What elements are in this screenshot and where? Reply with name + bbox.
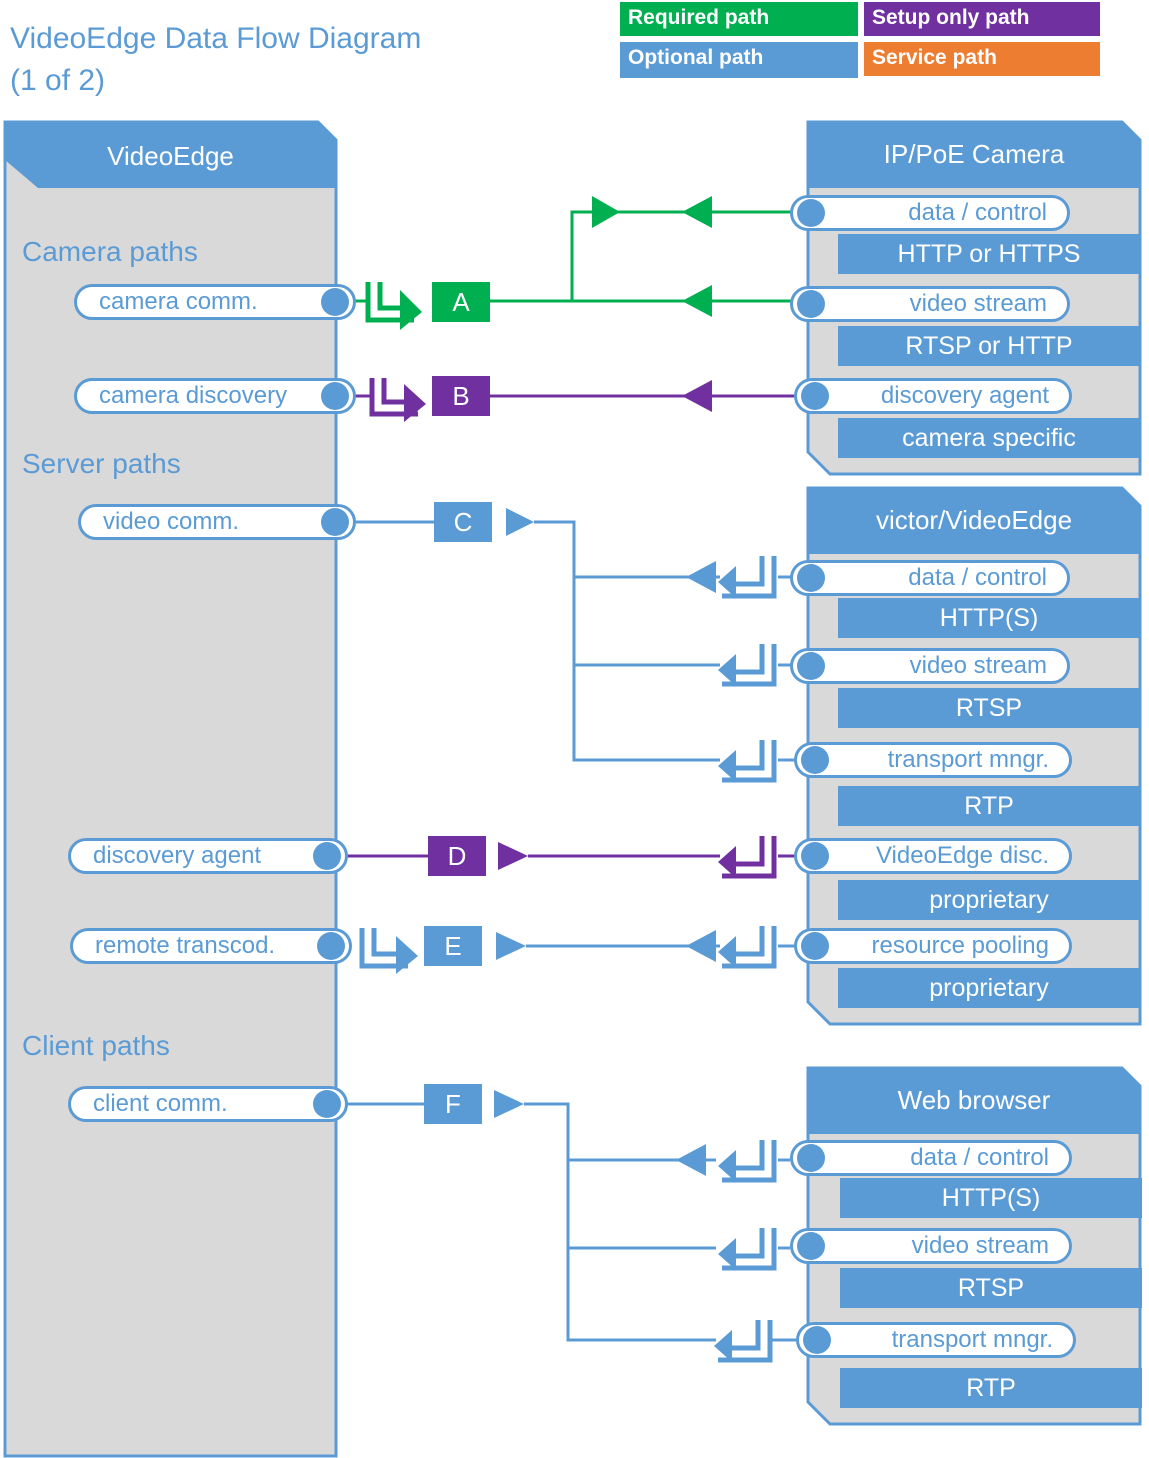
port-label: camera discovery <box>99 382 288 409</box>
return-symbol-browser-video <box>718 1228 777 1271</box>
port-connector-dot <box>801 932 829 960</box>
port-label: camera comm. <box>99 288 258 315</box>
victor-port-videoedge-disc: VideoEdge disc. <box>794 838 1072 874</box>
port-connector-dot <box>797 652 825 680</box>
port-label: video stream <box>911 1232 1049 1259</box>
port-label: data / control <box>908 564 1047 591</box>
diagram-title: VideoEdge Data Flow Diagram <box>10 22 422 55</box>
camera-header: IP/PoE Camera <box>883 139 1065 169</box>
port-connector-dot <box>321 382 349 410</box>
path-badge-e: E <box>424 926 482 966</box>
port-connector-dot <box>797 199 825 227</box>
camera-port-data-control: data / control <box>790 195 1070 231</box>
browser-header: Web browser <box>897 1085 1051 1115</box>
protocol-label: proprietary <box>838 880 1140 920</box>
port-connector-dot <box>801 746 829 774</box>
port-label: discovery agent <box>93 842 262 869</box>
protocol-label: camera specific <box>838 418 1140 458</box>
port-label: discovery agent <box>880 382 1049 409</box>
port-connector-dot <box>803 1326 831 1354</box>
path-e-connector <box>359 926 796 974</box>
victor-port-data-control: data / control <box>790 560 1070 596</box>
port-camera-discovery: camera discovery <box>74 378 356 414</box>
videoedge-panel <box>3 120 338 1458</box>
diagram-subtitle: (1 of 2) <box>10 64 106 97</box>
camera-port-video-stream: video stream <box>790 286 1070 322</box>
path-a-connector <box>354 196 792 330</box>
browser-port-data-control: data / control <box>790 1140 1072 1176</box>
path-badge-f: F <box>424 1084 482 1124</box>
return-symbol-victor-pool <box>718 926 777 969</box>
victor-port-video-stream: video stream <box>790 648 1070 684</box>
protocol-label: proprietary <box>838 968 1140 1008</box>
return-symbol-victor-transport <box>718 740 777 783</box>
path-badge-c: C <box>434 502 492 542</box>
browser-port-video-stream: video stream <box>790 1228 1072 1264</box>
videoedge-header: VideoEdge <box>107 141 234 171</box>
legend-required-path: Required path <box>620 2 858 36</box>
return-symbol-browser-data <box>718 1140 777 1183</box>
return-symbol-victor-disc <box>718 836 777 879</box>
port-connector-dot <box>321 508 349 536</box>
legend-setup-only-path: Setup only path <box>864 2 1100 36</box>
port-discovery-agent: discovery agent <box>68 838 348 874</box>
return-symbol-victor-video <box>718 644 777 687</box>
port-video-comm: video comm. <box>78 504 356 540</box>
return-symbol-victor-data <box>718 556 777 599</box>
port-label: video stream <box>909 652 1047 679</box>
legend-service-path: Service path <box>864 42 1100 76</box>
port-remote-transcod: remote transcod. <box>70 928 352 964</box>
port-client-comm: client comm. <box>68 1086 348 1122</box>
port-label: transport mngr. <box>887 746 1049 773</box>
path-c-connector <box>354 508 796 783</box>
protocol-label: RTP <box>838 786 1140 826</box>
port-connector-dot <box>797 1232 825 1260</box>
path-badge-b: B <box>432 376 490 416</box>
port-label: data / control <box>910 1144 1049 1171</box>
port-connector-dot <box>801 382 829 410</box>
path-badge-a: A <box>432 282 490 322</box>
port-connector-dot <box>797 564 825 592</box>
section-camera-paths: Camera paths <box>22 236 198 267</box>
protocol-label: HTTP(S) <box>840 1178 1142 1218</box>
port-connector-dot <box>797 290 825 318</box>
section-server-paths: Server paths <box>22 448 181 479</box>
victor-port-transport-mngr: transport mngr. <box>794 742 1072 778</box>
return-symbol-browser-transport <box>714 1320 773 1363</box>
protocol-label: HTTP(S) <box>838 598 1140 638</box>
section-client-paths: Client paths <box>22 1030 170 1061</box>
port-camera-comm: camera comm. <box>74 284 356 320</box>
path-badge-d: D <box>428 836 486 876</box>
legend-optional-path: Optional path <box>620 42 858 78</box>
path-b-connector <box>354 378 796 422</box>
port-label: data / control <box>908 199 1047 226</box>
port-connector-dot <box>797 1144 825 1172</box>
protocol-label: RTP <box>840 1368 1142 1408</box>
victor-port-resource-pooling: resource pooling <box>794 928 1072 964</box>
protocol-label: RTSP <box>840 1268 1142 1308</box>
protocol-label: RTSP or HTTP <box>838 326 1140 366</box>
port-label: transport mngr. <box>891 1326 1053 1353</box>
port-connector-dot <box>313 1090 341 1118</box>
browser-port-transport-mngr: transport mngr. <box>796 1322 1076 1358</box>
port-label: resource pooling <box>871 932 1049 959</box>
port-connector-dot <box>313 842 341 870</box>
port-connector-dot <box>801 842 829 870</box>
port-label: video stream <box>909 290 1047 317</box>
port-connector-dot <box>321 288 349 316</box>
port-label: video comm. <box>103 508 240 535</box>
port-label: client comm. <box>93 1090 228 1117</box>
camera-port-discovery-agent: discovery agent <box>794 378 1072 414</box>
port-connector-dot <box>317 932 345 960</box>
protocol-label: HTTP or HTTPS <box>838 234 1140 274</box>
victor-header: victor/VideoEdge <box>875 505 1073 535</box>
path-d-connector <box>346 836 796 879</box>
protocol-label: RTSP <box>838 688 1140 728</box>
port-label: VideoEdge disc. <box>875 842 1049 869</box>
port-label: remote transcod. <box>95 932 276 959</box>
path-f-connector <box>346 1090 796 1363</box>
